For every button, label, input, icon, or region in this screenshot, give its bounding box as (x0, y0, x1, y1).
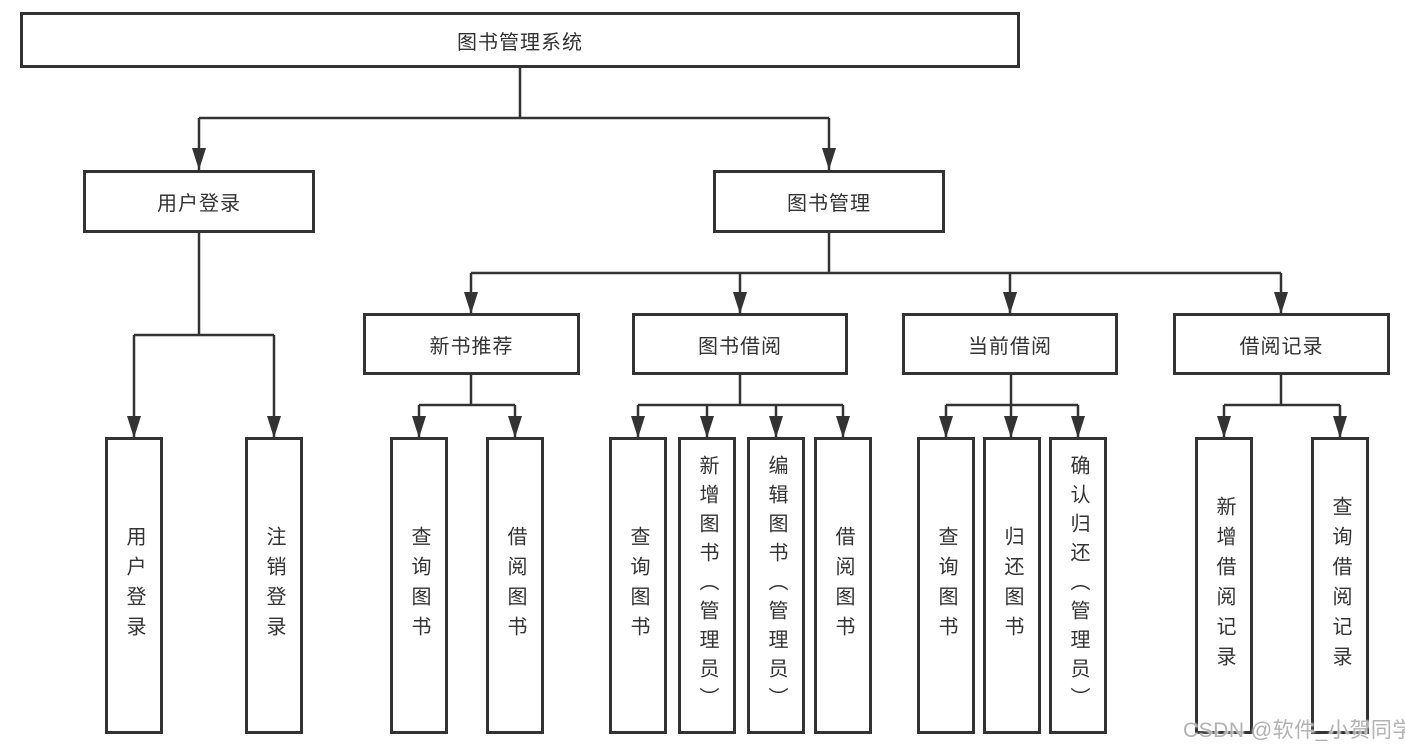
leaf-borrow-books-recommend-label: 借阅图书 (504, 525, 526, 646)
leaf-borrow-books-borrowing: 借阅图书 (814, 437, 872, 734)
node-book-management: 图书管理 (713, 170, 945, 233)
leaf-query-books-borrowing: 查询图书 (609, 437, 667, 734)
leaf-logout: 注销登录 (245, 437, 303, 734)
leaf-query-borrow-record-label: 查询借阅记录 (1329, 495, 1351, 676)
leaf-confirm-return-admin: 确认归还（管理员） (1049, 437, 1107, 734)
leaf-edit-book-admin: 编辑图书（管理员） (747, 437, 805, 734)
leaf-add-borrow-record: 新增借阅记录 (1195, 437, 1253, 734)
leaf-return-books-label: 归还图书 (1001, 525, 1023, 646)
node-current-borrowing-label: 当前借阅 (968, 335, 1052, 358)
leaf-borrow-books-recommend: 借阅图书 (486, 437, 544, 734)
connector-user-login-children (132, 233, 276, 438)
leaf-borrow-books-borrowing-label: 借阅图书 (832, 525, 854, 646)
leaf-add-borrow-record-label: 新增借阅记录 (1213, 495, 1235, 676)
node-user-login-label: 用户登录 (157, 193, 241, 215)
node-user-login: 用户登录 (83, 170, 315, 233)
leaf-logout-label: 注销登录 (263, 525, 285, 646)
connector-new-book-recommendation-children (417, 375, 517, 438)
node-root-label: 图书管理系统 (457, 31, 583, 54)
connector-current-borrowing-children (944, 375, 1080, 438)
leaf-user-login: 用户登录 (105, 437, 163, 734)
leaf-query-books-recommend-label: 查询图书 (408, 525, 430, 646)
leaf-return-books: 归还图书 (983, 437, 1041, 734)
leaf-edit-book-admin-label: 编辑图书（管理员） (765, 455, 787, 716)
node-borrowing-records-label: 借阅记录 (1239, 335, 1324, 358)
connector-book-management-children (469, 233, 1283, 314)
leaf-query-books-current: 查询图书 (917, 437, 975, 734)
watermark: CSDN @软件_小贺同学 (1183, 719, 1405, 742)
leaf-query-books-borrowing-label: 查询图书 (627, 525, 649, 646)
leaf-user-login-label: 用户登录 (123, 525, 145, 646)
node-new-book-recommendation: 新书推荐 (363, 313, 580, 375)
connector-paths (132, 68, 1342, 438)
leaf-query-borrow-record: 查询借阅记录 (1311, 437, 1369, 734)
node-book-borrowing-label: 图书借阅 (698, 335, 782, 358)
node-borrowing-records: 借阅记录 (1173, 313, 1390, 375)
node-book-management-label: 图书管理 (787, 193, 871, 215)
node-root: 图书管理系统 (20, 12, 1020, 68)
node-current-borrowing: 当前借阅 (902, 313, 1118, 375)
leaf-query-books-recommend: 查询图书 (390, 437, 448, 734)
node-new-book-recommendation-label: 新书推荐 (429, 335, 514, 358)
leaf-add-book-admin-label: 新增图书（管理员） (696, 455, 718, 716)
leaf-query-books-current-label: 查询图书 (935, 525, 957, 646)
leaf-confirm-return-admin-label: 确认归还（管理员） (1067, 455, 1089, 716)
connector-borrowing-records-children (1222, 375, 1342, 438)
leaf-add-book-admin: 新增图书（管理员） (678, 437, 736, 734)
connector-book-borrowing-children (636, 375, 845, 438)
connector-root-to-level2 (197, 68, 831, 170)
node-book-borrowing: 图书借阅 (632, 313, 848, 375)
